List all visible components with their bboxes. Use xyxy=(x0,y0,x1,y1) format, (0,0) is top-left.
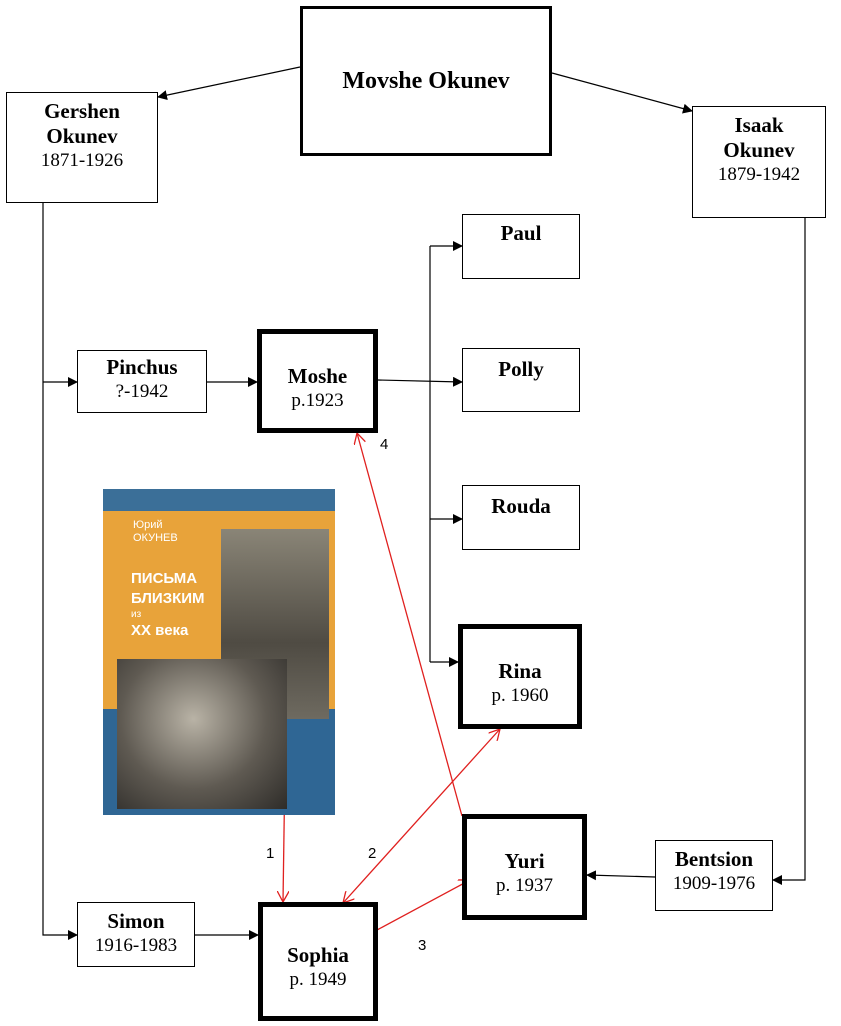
book-title-line2: БЛИЗКИМ xyxy=(131,590,205,607)
node-name: Paul xyxy=(500,221,542,245)
node-dates: p. 1949 xyxy=(289,969,347,990)
node-sophia: Sophia p. 1949 xyxy=(258,902,378,1021)
edge-moshe-polly xyxy=(377,376,463,387)
node-name-line1: Isaak xyxy=(734,113,784,137)
node-dates: 1871-1926 xyxy=(40,150,124,171)
red-link-2-sophia-rina xyxy=(343,729,500,903)
node-moshe: Moshe p.1923 xyxy=(257,329,378,433)
node-rouda: Rouda xyxy=(462,485,580,550)
edge-movshe-isaak xyxy=(551,72,693,114)
book-cover-image: Юрий ОКУНЕВ ПИСЬМА БЛИЗКИМ из XX века xyxy=(103,489,335,815)
node-dates: 1916-1983 xyxy=(94,935,178,956)
node-pinchus: Pinchus ?-1942 xyxy=(77,350,207,413)
node-polly: Polly xyxy=(462,348,580,412)
node-name-line2: Okunev xyxy=(723,138,795,162)
book-author-first: Юрий xyxy=(133,519,163,531)
node-name: Sophia xyxy=(287,943,349,967)
node-dates: p. 1937 xyxy=(496,875,553,896)
red-link-4-yuri-moshe xyxy=(357,433,463,817)
node-bentsion: Bentsion 1909-1976 xyxy=(655,840,773,911)
node-dates: p.1923 xyxy=(291,390,344,411)
edge-bentsion-yuri xyxy=(586,870,656,881)
node-movshe-okunev: Movshe Okunev xyxy=(300,6,552,156)
node-rina: Rina p. 1960 xyxy=(458,624,582,729)
edge-isaak-bentsion xyxy=(772,218,806,885)
node-yuri: Yuri p. 1937 xyxy=(462,814,587,920)
book-title-line3: из xyxy=(131,609,142,620)
node-gershen-okunev: Gershen Okunev 1871-1926 xyxy=(6,92,158,203)
node-paul: Paul xyxy=(462,214,580,279)
node-name: Movshe Okunev xyxy=(342,67,510,94)
node-dates: 1879-1942 xyxy=(717,164,801,185)
node-dates: 1909-1976 xyxy=(672,873,756,894)
node-name: Rina xyxy=(498,659,542,683)
connection-label-1: 1 xyxy=(266,845,275,862)
book-author-last: ОКУНЕВ xyxy=(133,532,178,544)
node-name: Yuri xyxy=(504,849,545,873)
node-name: Polly xyxy=(498,357,544,381)
node-name: Bentsion xyxy=(674,847,754,871)
edge-gershen-down xyxy=(42,203,78,940)
node-simon: Simon 1916-1983 xyxy=(77,902,195,967)
node-name: Moshe xyxy=(287,364,348,388)
node-name-line2: Okunev xyxy=(46,124,118,148)
book-title-line1: ПИСЬМА xyxy=(131,570,198,587)
connection-label-4: 4 xyxy=(380,436,389,453)
connection-label-2: 2 xyxy=(368,845,377,862)
node-name: Simon xyxy=(107,909,165,933)
node-name-line1: Gershen xyxy=(44,99,120,123)
node-isaak-okunev: Isaak Okunev 1879-1942 xyxy=(692,106,826,218)
node-dates: ?-1942 xyxy=(115,381,169,402)
node-name: Pinchus xyxy=(106,355,178,379)
node-name: Rouda xyxy=(491,494,551,518)
node-dates: p. 1960 xyxy=(491,685,549,706)
edge-movshe-gershen xyxy=(157,66,301,101)
book-title-line4: XX века xyxy=(131,622,189,639)
red-link-3-sophia-yuri xyxy=(376,880,470,931)
connection-label-3: 3 xyxy=(418,937,427,954)
